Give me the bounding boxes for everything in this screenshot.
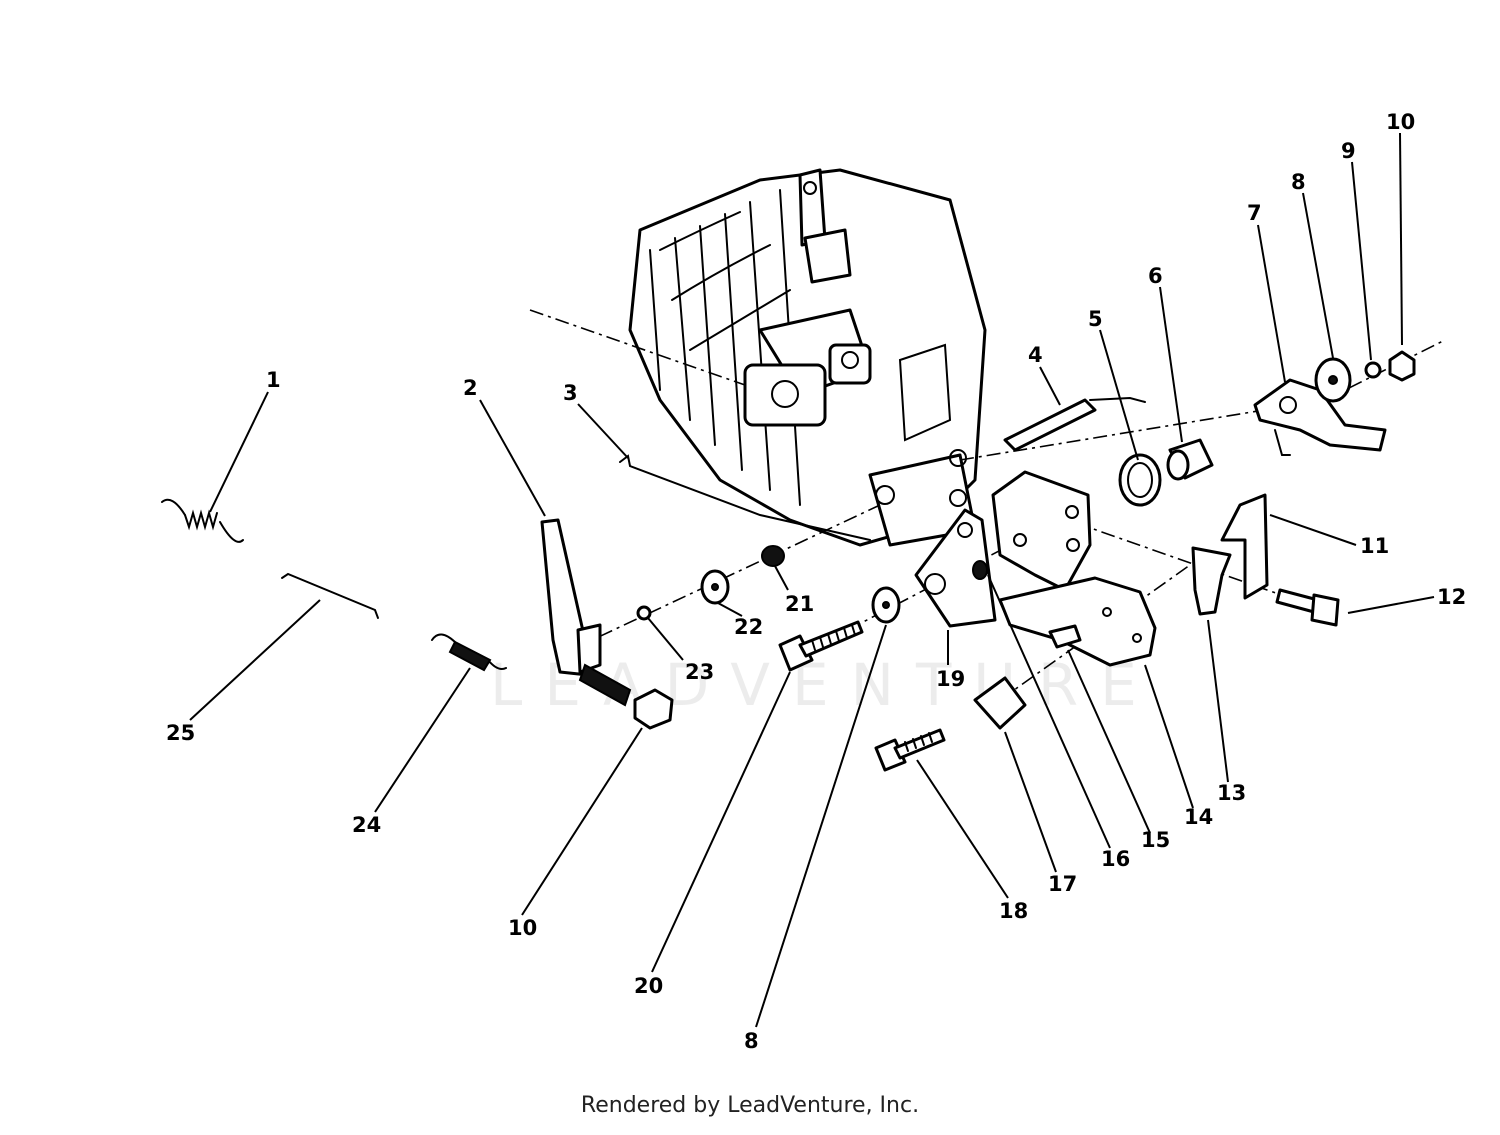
clip-part-17 bbox=[973, 676, 1027, 730]
plate-part-14 bbox=[998, 576, 1157, 667]
callout-10-upper: 10 bbox=[1386, 110, 1415, 134]
engine-block bbox=[628, 168, 987, 547]
callout-9: 9 bbox=[1341, 139, 1356, 163]
leader-lines bbox=[189, 132, 1435, 1028]
callout-11: 11 bbox=[1360, 534, 1389, 558]
callout-15: 15 bbox=[1141, 828, 1170, 852]
hex-nut-part-10 bbox=[633, 688, 674, 730]
throttle-link-part-3 bbox=[619, 454, 871, 541]
bolt-part-12 bbox=[1275, 588, 1340, 627]
bracket-part-19 bbox=[914, 508, 997, 628]
callout-labels: 1 2 3 4 5 6 7 8 9 10 11 12 13 14 15 16 1… bbox=[166, 110, 1466, 1053]
callout-18: 18 bbox=[999, 899, 1028, 923]
callout-2: 2 bbox=[463, 376, 478, 400]
spring-part-24 bbox=[431, 633, 507, 672]
link-rod-part-25 bbox=[281, 572, 379, 619]
bracket-part-11 bbox=[1220, 493, 1269, 600]
callout-19: 19 bbox=[936, 667, 965, 691]
callout-21: 21 bbox=[785, 592, 814, 616]
washer-part-8-lower bbox=[871, 586, 901, 624]
rod-part-4 bbox=[1003, 396, 1146, 452]
callout-16: 16 bbox=[1101, 847, 1130, 871]
pin-part-15 bbox=[1048, 624, 1082, 649]
callout-20: 20 bbox=[634, 974, 663, 998]
control-bracket bbox=[991, 470, 1092, 592]
governor-lever-part-2 bbox=[540, 518, 632, 707]
washer-part-8-upper bbox=[1314, 357, 1352, 403]
callout-13: 13 bbox=[1217, 781, 1246, 805]
callout-12: 12 bbox=[1437, 585, 1466, 609]
callout-14: 14 bbox=[1184, 805, 1213, 829]
callout-17: 17 bbox=[1048, 872, 1077, 896]
bushing-part-6 bbox=[1166, 438, 1214, 481]
spring-part-1 bbox=[161, 498, 244, 543]
screw-part-18 bbox=[874, 728, 946, 772]
callout-24: 24 bbox=[352, 813, 381, 837]
callout-1: 1 bbox=[266, 368, 281, 392]
callout-25: 25 bbox=[166, 721, 195, 745]
washer-part-22 bbox=[700, 569, 730, 605]
retainer-part-23 bbox=[636, 605, 652, 621]
hex-nut-part-10-upper bbox=[1388, 350, 1416, 382]
callout-8-lower: 8 bbox=[744, 1029, 759, 1053]
clip-part-13 bbox=[1191, 546, 1232, 616]
callout-3: 3 bbox=[563, 381, 578, 405]
callout-5: 5 bbox=[1088, 307, 1103, 331]
callout-23: 23 bbox=[685, 660, 714, 684]
lever-part-7 bbox=[1253, 378, 1387, 456]
callout-8-upper: 8 bbox=[1291, 170, 1306, 194]
bushing-part-21 bbox=[761, 545, 785, 567]
callout-10-lower: 10 bbox=[508, 916, 537, 940]
callout-4: 4 bbox=[1028, 343, 1043, 367]
callout-6: 6 bbox=[1148, 264, 1163, 288]
bushing-part-16 bbox=[972, 560, 988, 580]
spring-part-5 bbox=[1118, 453, 1162, 507]
callout-22: 22 bbox=[734, 615, 763, 639]
footer-credit: Rendered by LeadVenture, Inc. bbox=[580, 1093, 920, 1118]
callout-7: 7 bbox=[1247, 201, 1262, 225]
bolt-part-20 bbox=[778, 620, 864, 672]
lock-washer-part-9 bbox=[1364, 361, 1382, 379]
